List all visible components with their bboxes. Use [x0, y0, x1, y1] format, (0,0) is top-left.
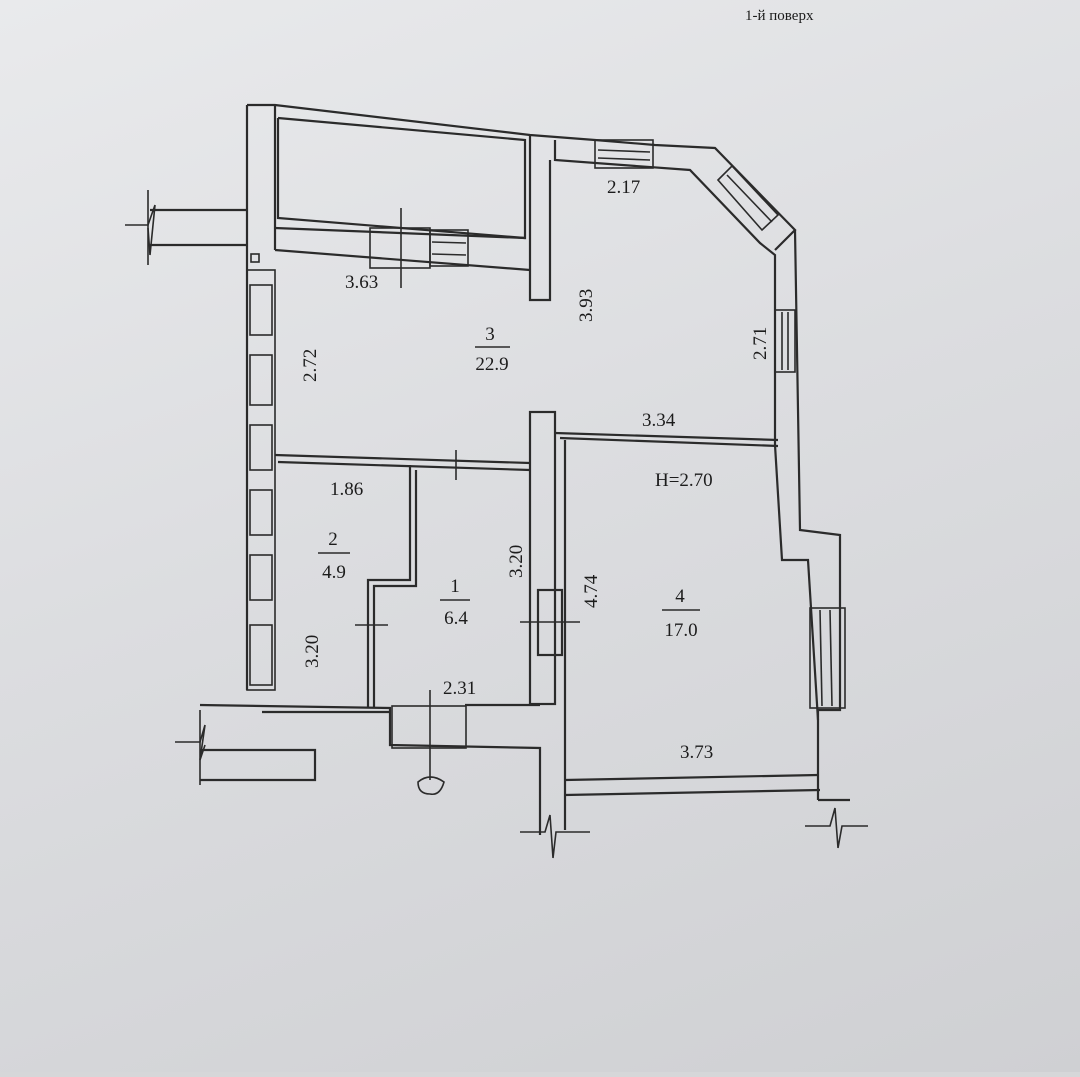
outer-walls [150, 103, 850, 835]
other-windows [429, 139, 846, 709]
svg-text:17.0: 17.0 [664, 620, 697, 641]
dim-room3-right-wall: 2.71 [750, 327, 771, 360]
dim-room1-width: 2.31 [443, 678, 476, 699]
ceiling-height-label: H=2.70 [655, 470, 713, 491]
doors [355, 208, 580, 796]
left-windows [246, 253, 276, 691]
dim-room2-depth: 3.20 [302, 635, 323, 668]
interior-walls [274, 410, 779, 708]
wall-break-symbols [125, 190, 868, 859]
room-3-label: 3 22.9 [475, 324, 510, 375]
room-4-label: 4 17.0 [662, 586, 700, 641]
svg-text:3: 3 [485, 324, 495, 345]
dim-room4-top: 3.34 [642, 410, 676, 431]
svg-text:2: 2 [328, 529, 338, 550]
dim-room2-width: 1.86 [330, 479, 363, 500]
svg-text:4: 4 [675, 586, 685, 607]
room-2-label: 2 4.9 [318, 529, 350, 583]
dim-room1-depth: 3.20 [506, 545, 527, 578]
dim-room3-width: 3.63 [345, 272, 378, 293]
floor-label: 1-й поверх [745, 8, 814, 24]
dim-room4-bottom: 3.73 [680, 742, 713, 763]
svg-text:4.9: 4.9 [322, 562, 346, 583]
dim-room4-depth: 4.74 [581, 574, 602, 608]
svg-text:6.4: 6.4 [444, 608, 468, 629]
svg-text:22.9: 22.9 [475, 354, 508, 375]
door-marker-icon [417, 776, 445, 796]
svg-text:1: 1 [450, 576, 460, 597]
room-1-label: 1 6.4 [440, 576, 470, 629]
dim-balcony-width: 2.17 [607, 177, 640, 198]
dim-room3-depth-mid: 3.93 [576, 289, 597, 322]
dim-room3-depth-left: 2.72 [300, 349, 321, 382]
